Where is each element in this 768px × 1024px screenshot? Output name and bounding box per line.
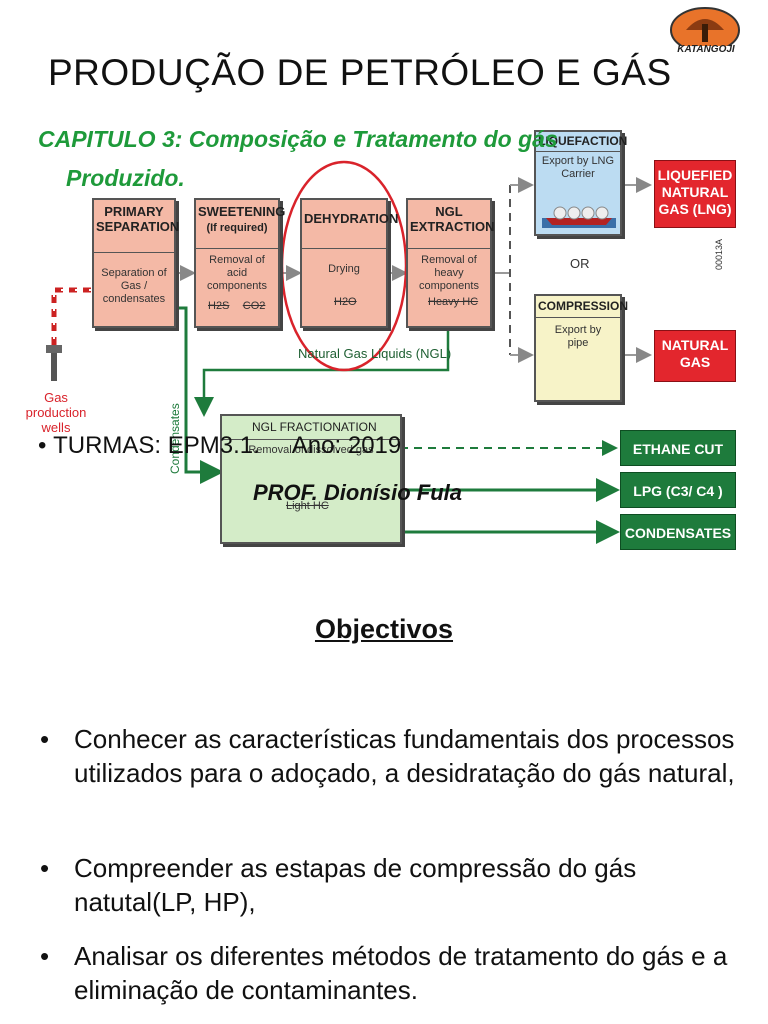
compression-title: COMPRESSION xyxy=(536,296,628,318)
sweetening-body: Removal of acid components xyxy=(207,254,267,292)
bullet: • xyxy=(40,941,50,971)
chapter-title-line2: Produzido. xyxy=(66,165,185,191)
ethane-output-box: ETHANE CUT (C2) xyxy=(620,430,736,493)
primary-separation-box: PRIMARY SEPARATION Separation of Gas / c… xyxy=(92,198,179,328)
sweetening-chem: H2S CO2 xyxy=(208,296,278,314)
or-label: OR xyxy=(570,256,590,271)
liquefaction-title: LIQUEFACTION xyxy=(536,132,627,152)
page-title: PRODUÇÃO DE PETRÓLEO E GÁS xyxy=(48,52,672,93)
dehydration-box: DEHYDRATION Drying H2O xyxy=(300,198,398,328)
light-hc-label: Light HC xyxy=(286,500,329,512)
gas-well-pipe xyxy=(46,287,92,381)
compression-box: COMPRESSION Export by pipe xyxy=(534,294,628,402)
ngl-line xyxy=(194,328,450,417)
primary-separation-body: Separation of Gas / condensates xyxy=(101,267,167,305)
diagram-code: 00013A xyxy=(714,238,724,270)
bullet: • xyxy=(40,724,50,754)
sweetening-box: SWEETENING (If required) Removal of acid… xyxy=(194,198,285,328)
lpg-output-box: LPG (C3/ C4 ) xyxy=(620,472,736,508)
ngl-fractionation-box: NGL FRACTIONATION Removal of dissolved g… xyxy=(220,414,402,544)
export-dashed-lines xyxy=(492,177,652,363)
sweetening-header: SWEETENING (If required) xyxy=(196,200,285,249)
turmas-line: • TURMAS: EPM3.1. Ano: 2019 xyxy=(38,432,401,460)
chapter-title-line1: CAPITULO 3: Composição e Tratamento do g… xyxy=(38,126,558,152)
fractionation-body: Removal of dissolved gas xyxy=(248,444,374,456)
turmas-bullet: • xyxy=(38,432,54,459)
natural-gas-output-box: NATURAL GAS xyxy=(654,330,736,382)
turmas-text: TURMAS: EPM3.1. Ano: 2019 xyxy=(53,432,402,459)
primary-separation-title: PRIMARY SEPARATION xyxy=(94,200,179,253)
dehydration-body: Drying xyxy=(328,263,360,275)
sweetening-title: SWEETENING xyxy=(198,204,286,219)
fractionation-outputs xyxy=(400,440,620,544)
objective-text: Conhecer as características fundamentais… xyxy=(74,724,735,788)
lng-carrier-ship-icon xyxy=(542,198,616,228)
co2-label: CO2 xyxy=(242,300,266,312)
h2s-label: H2S xyxy=(208,300,230,312)
objective-text: Compreender as estapas de compressão do … xyxy=(74,853,637,917)
objective-item: • Analisar os diferentes métodos de trat… xyxy=(40,939,740,1007)
lng-output-box: LIQUEFIED NATURAL GAS (LNG) xyxy=(654,160,736,228)
fractionation-title: NGL FRACTIONATION xyxy=(222,416,400,440)
compression-body: Export by pipe xyxy=(554,324,602,349)
ngl-extraction-title: NGL EXTRACTION xyxy=(408,200,495,249)
sweetening-subtitle: (If required) xyxy=(206,222,268,234)
logo-text: KATANGOJI xyxy=(677,44,735,55)
heavy-hc-label: Heavy HC xyxy=(428,296,479,308)
institute-logo: KATANGOJI xyxy=(656,4,754,62)
objective-text: Analisar os diferentes métodos de tratam… xyxy=(74,941,728,1005)
ngl-extraction-body: Removal of heavy components xyxy=(419,254,479,292)
liquefaction-box: LIQUEFACTION Export by LNG Carrier xyxy=(534,130,627,236)
ngl-line-label: Natural Gas Liquids (NGL) xyxy=(298,346,452,361)
liquefaction-body: Export by LNG Carrier xyxy=(541,155,615,180)
bullet: • xyxy=(40,853,50,883)
condensates-output-box: CONDENSATES xyxy=(620,514,736,550)
objectives-heading: Objectivos xyxy=(314,614,454,644)
objective-item: • Compreender as estapas de compressão d… xyxy=(40,851,740,919)
professor-name: PROF. Dionísio Fula xyxy=(253,480,463,505)
objective-item: • Conhecer as características fundamenta… xyxy=(40,722,740,790)
h2o-label: H2O xyxy=(334,296,357,308)
dehydration-title: DEHYDRATION xyxy=(302,200,398,249)
gas-wells-label: Gas production wells xyxy=(25,390,87,435)
condensates-line xyxy=(176,306,224,484)
ngl-extraction-box: NGL EXTRACTION Removal of heavy componen… xyxy=(406,198,495,328)
